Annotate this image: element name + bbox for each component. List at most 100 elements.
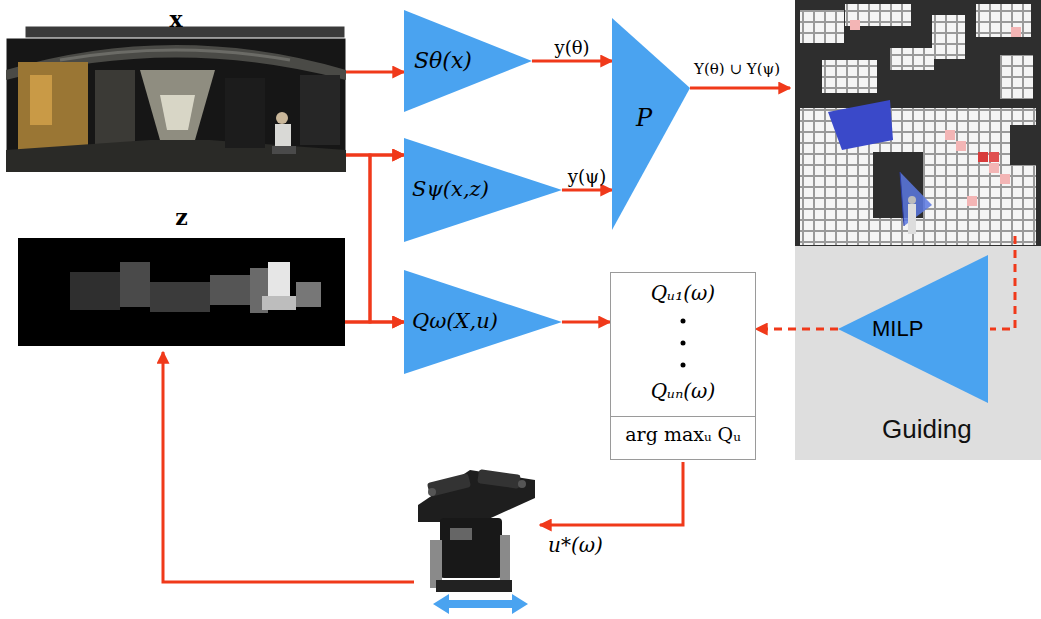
panorama-image: [140, 70, 215, 140]
fusion-output-label: Y(θ) ∪ Y(ψ): [694, 60, 780, 78]
depth-image: [18, 238, 345, 346]
ellipsis-dots: [681, 319, 686, 324]
ellipsis-dots: [677, 313, 689, 373]
panorama-image: [60, 50, 290, 60]
panorama-image: [276, 112, 288, 124]
guiding-panel: Guiding MILP: [795, 246, 1041, 460]
flow-arrow: [562, 321, 610, 324]
flow-arrow: [562, 189, 612, 192]
milp-triangle: MILP: [838, 255, 988, 403]
network-triangle: Sψ(x,z): [404, 138, 562, 242]
network-label: Qω(X,u): [412, 309, 498, 334]
q-value: Qᵤ₁(ω): [611, 281, 755, 305]
output-label: y(θ): [554, 37, 589, 58]
panorama-image: [300, 75, 340, 145]
panorama-image: [6, 26, 346, 172]
voxel-map: [828, 100, 893, 150]
voxel-map: [795, 0, 1041, 246]
camera-rig: [428, 488, 436, 496]
network-label: P: [636, 104, 652, 133]
camera-rig: [436, 580, 512, 592]
camera-rig: [427, 473, 471, 497]
triangle-fill: [404, 10, 532, 112]
depth-image: [262, 296, 296, 310]
voxel-map: [989, 163, 999, 173]
triangle-fill: [612, 18, 690, 230]
network-label: Sθ(x): [414, 48, 472, 74]
voxel-map: [1010, 125, 1036, 165]
panorama-image: [160, 95, 195, 130]
depth-image: [18, 238, 345, 346]
camera-rig: [477, 469, 521, 489]
voxel-map: [908, 204, 916, 234]
ellipsis-dots: [681, 341, 686, 346]
triangle-fill: [404, 270, 562, 374]
layout-wires: [163, 88, 1015, 582]
fusion-triangle: P: [612, 18, 690, 230]
depth-image: [296, 282, 321, 307]
voxel-map: [800, 10, 844, 43]
voxel-map: [945, 130, 955, 140]
network-label: Sψ(x,z): [412, 177, 489, 202]
image-panel: z: [18, 238, 345, 346]
panorama-image: [18, 62, 88, 152]
voxel-map: [989, 152, 999, 162]
voxel-map: [1000, 55, 1033, 99]
network-triangle: Sθ(x): [404, 10, 532, 112]
panorama-image: [275, 124, 291, 146]
flow-arrow: [346, 71, 404, 74]
map-to-milp-dashed: [990, 236, 1015, 329]
camera-rig: [518, 480, 526, 488]
argmax-label: arg maxᵤ Qᵤ: [611, 416, 755, 446]
camera-rig: [418, 469, 535, 614]
panorama-image: [6, 38, 346, 172]
guiding-panel-ground: [795, 246, 1041, 460]
output-label: y(ψ): [568, 166, 606, 187]
voxel-map: [1000, 174, 1010, 184]
fusion-to-map-arrow: [690, 87, 790, 90]
flow-arrow: [532, 60, 612, 63]
camera-rig: [450, 528, 472, 540]
image-heading: x: [6, 6, 346, 32]
flow-arrow: [756, 328, 838, 331]
voxel-map: [976, 4, 1031, 37]
solver-label: MILP: [872, 316, 923, 342]
depth-image: [150, 282, 210, 312]
panorama-image: [30, 75, 52, 125]
action-label: u*(ω): [548, 533, 603, 557]
image-heading: z: [18, 204, 345, 230]
voxel-map: [900, 172, 904, 226]
voxel-map: [967, 196, 977, 206]
voxel-map: [890, 48, 934, 70]
voxel-map: [978, 152, 988, 162]
camera-rig: [418, 470, 535, 522]
voxel-map: [850, 20, 860, 30]
panorama-image: [6, 140, 346, 172]
voxel-map: [1011, 27, 1021, 37]
flow-arrow: [345, 155, 404, 322]
depth-image: [120, 262, 150, 307]
network-triangle: Qω(X,u): [404, 270, 562, 374]
voxel-map: [795, 0, 1041, 246]
triangle-fill: [838, 255, 988, 403]
panorama-image: [272, 146, 296, 154]
depth-image: [268, 262, 290, 300]
image-panel: x: [6, 38, 346, 172]
action-arrow: [540, 462, 683, 525]
triangle-fill: [404, 138, 562, 242]
flow-arrow: [346, 155, 404, 322]
panorama-image: [225, 78, 265, 148]
voxel-map: [908, 196, 916, 204]
q-value: Qᵤₙ(ω): [611, 379, 755, 403]
depth-image: [70, 272, 120, 310]
camera-rig: [440, 518, 502, 578]
sensor-feedback-arrow: [163, 352, 414, 582]
ellipsis-dots: [681, 363, 686, 368]
voxel-map: [956, 141, 966, 151]
voxel-map: [932, 15, 965, 59]
depth-image: [210, 275, 250, 305]
flow-arrow: [345, 321, 404, 324]
camera-rig: [433, 594, 528, 614]
panel-title: Guiding: [882, 414, 972, 445]
